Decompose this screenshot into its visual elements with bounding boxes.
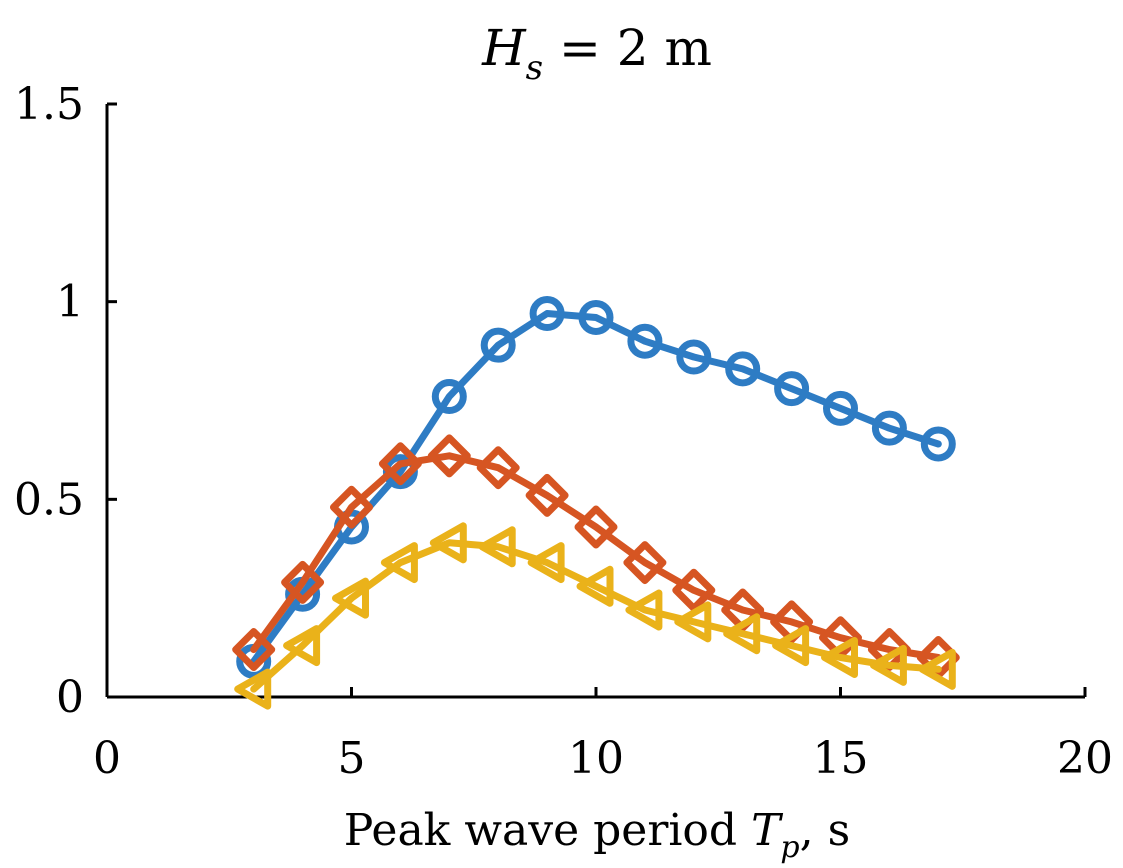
data-point-triangle [625,589,663,631]
data-point-circle [774,371,810,407]
data-point-triangle [723,613,761,655]
data-point-triangle [283,625,321,667]
xlabel-sub: p [780,830,799,865]
xlabel-post: , s [800,805,851,856]
x-tick-label: 5 [338,733,366,784]
x-tick-label: 15 [813,733,869,784]
data-point-diamond [378,442,422,486]
data-point-circle [920,426,956,462]
data-point-diamond [476,446,520,490]
series-layer [232,296,960,710]
data-point-diamond [623,541,667,585]
title-var: H [481,19,527,77]
data-point-triangle [772,625,810,667]
xlabel-pre: Peak wave period [344,805,751,856]
data-point-triangle [429,522,467,564]
data-point-circle [627,323,663,359]
ticks: 0 5 10 15 20 0 0.5 1 1.5 [14,79,1113,784]
series-1 [236,296,956,679]
y-tick-label: 0.5 [14,474,84,525]
data-point-diamond [281,560,325,604]
axes [105,104,1085,699]
data-point-circle [676,339,712,375]
series-2 [232,434,960,679]
xlabel-var: T [751,805,784,856]
data-point-triangle [869,644,907,686]
data-point-diamond [574,505,618,549]
title-sub: s [526,48,543,88]
x-tick-label: 0 [93,733,121,784]
data-point-triangle [821,636,858,678]
data-point-circle [578,299,614,335]
data-point-circle [725,351,761,387]
data-point-circle [823,390,858,426]
data-point-triangle [478,526,516,568]
data-point-triangle [380,542,418,584]
y-tick-label: 1 [56,277,84,328]
data-point-diamond [672,568,716,612]
data-point-triangle [576,565,614,607]
data-point-triangle [234,668,272,710]
x-tick-label: 20 [1057,733,1113,784]
series-3 [234,522,956,710]
data-point-circle [480,327,516,363]
x-axis-label: Peak wave period Tp, s [344,805,850,865]
x-tick-label: 10 [568,733,624,784]
y-tick-label: 1.5 [14,79,84,130]
data-point-triangle [527,542,565,584]
chart-title: Hs = 2 m [481,19,712,88]
data-point-circle [871,410,907,446]
data-point-triangle [918,648,956,690]
y-tick-label: 0 [56,672,84,723]
data-point-diamond [330,485,373,529]
data-point-triangle [332,577,369,619]
data-point-diamond [525,473,569,517]
data-point-diamond [232,628,276,672]
data-point-circle [529,296,565,332]
data-point-diamond [427,434,471,478]
data-point-triangle [674,601,712,643]
data-point-circle [431,379,467,415]
title-rest: = 2 m [543,19,712,77]
